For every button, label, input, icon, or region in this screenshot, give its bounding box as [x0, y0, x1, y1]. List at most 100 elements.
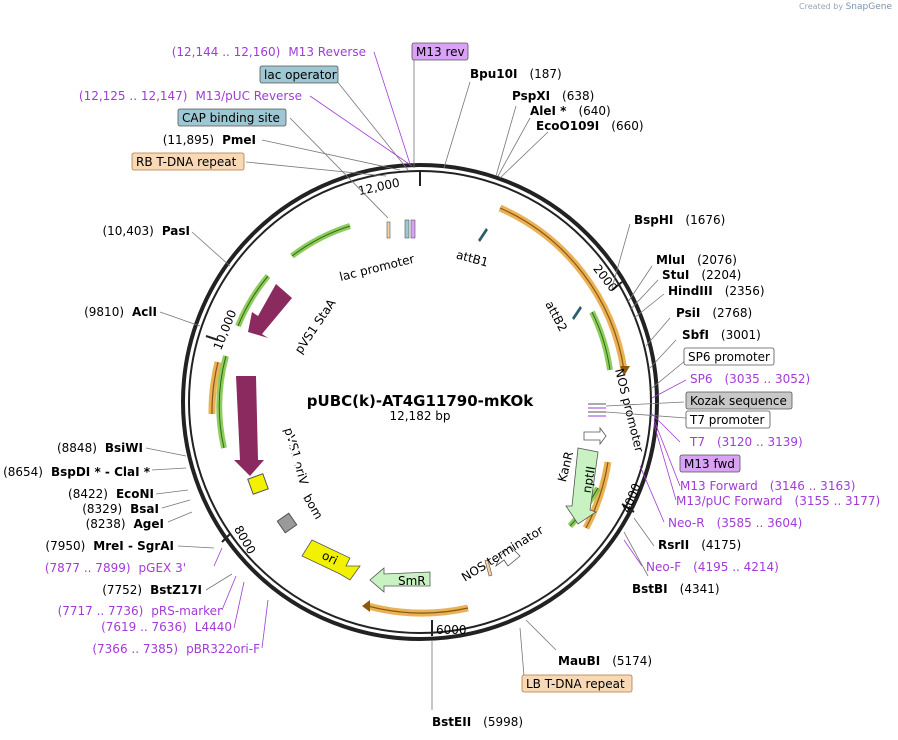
orange-arc-4-core	[211, 361, 219, 415]
site-bsteii: BstEII(5998)	[432, 715, 523, 729]
orange-arc-3-core	[367, 605, 469, 614]
bom-box	[276, 512, 298, 534]
primer-pbr322ori-f: (7366 .. 7385)pBR322ori-F	[92, 642, 260, 656]
box-t7-promoter: T7 promoter	[685, 410, 771, 429]
primer-m13-forward: M13 Forward(3146 .. 3163)	[680, 479, 855, 493]
label-kozak: Kozak sequence	[690, 394, 787, 408]
label-ori: ori	[320, 548, 340, 567]
backbone-outer	[181, 163, 659, 641]
site-hindiii: HindIII(2356)	[668, 284, 765, 298]
label-pvs1-staa: pVS1 StaA	[292, 296, 339, 357]
plasmid-name: pUBC(k)-AT4G11790-mKOk	[307, 392, 534, 410]
site-stui: StuI(2204)	[662, 268, 741, 282]
pvs1-oriv-box	[247, 473, 269, 495]
primer-sp6: SP6(3035 .. 3052)	[690, 372, 810, 386]
site-ecoo109i: EcoO109I(660)	[536, 119, 644, 133]
sites-left: (11,895)PmeI (10,403)PasI (9810)AclI (88…	[3, 133, 256, 597]
label-nos-terminator: NOS terminator	[459, 523, 546, 585]
primer-t7: T7(3120 .. 3139)	[689, 435, 803, 449]
nos-terminator-arrow	[495, 545, 521, 568]
nptii-arrow	[565, 447, 599, 525]
site-mlui: MluI(2076)	[656, 253, 737, 267]
primer-l4440: (7619 .. 7636)L4440	[101, 620, 232, 634]
m13-rev-mark	[410, 219, 416, 239]
primer-prs-marker: (7717 .. 7736)pRS-marker	[58, 604, 222, 618]
label-cap-site: CAP binding site	[182, 111, 280, 125]
box-rb-repeat: RB T-DNA repeat	[131, 152, 245, 171]
orange-arc-1-head	[620, 366, 630, 376]
smr-arrow	[369, 567, 431, 593]
snapgene-logo: SnapGene	[845, 2, 892, 12]
site-pspxi: PspXI(638)	[512, 89, 594, 103]
box-m13-fwd: M13 fwd	[679, 454, 741, 473]
label-lac-promoter: lac promoter	[338, 252, 416, 284]
label-sp6-promoter: SP6 promoter	[688, 350, 770, 364]
label-t7-promoter: T7 promoter	[689, 413, 765, 427]
tick-label-10000: 10,000	[211, 308, 240, 352]
green-arc-nos-core	[591, 311, 611, 371]
ori-arrow	[301, 539, 361, 581]
attb2-marker	[572, 306, 582, 320]
green-arc-repa-core	[218, 355, 227, 449]
pvs1-repa-arrow	[234, 376, 264, 476]
green-arc-lac-core	[291, 225, 351, 257]
site-agei: (8238)AgeI	[86, 517, 164, 531]
mcs-marks	[588, 403, 606, 417]
primer-neo-f: Neo-F(4195 .. 4214)	[646, 560, 779, 574]
box-kozak: Kozak sequence	[685, 391, 793, 410]
box-lb-repeat: LB T-DNA repeat	[521, 674, 633, 693]
label-attb2: attB2	[542, 299, 570, 334]
box-sp6-promoter: SP6 promoter	[683, 347, 775, 366]
cap-site-mark	[386, 221, 391, 239]
tick-label-4000: 4000	[619, 481, 643, 515]
green-arc-lac	[290, 223, 351, 259]
box-lac-operator: lac operator	[259, 65, 339, 84]
site-bspdi-clai: (8654)BspDI * - ClaI *	[3, 465, 151, 479]
box-cap-site: CAP binding site	[177, 108, 287, 127]
primer-m13-puc-reverse: (12,125 .. 12,147)M13/pUC Reverse	[79, 89, 302, 103]
label-nos-promoter: NOS promoter	[612, 367, 646, 453]
primers-right: SP6(3035 .. 3052) T7(3120 .. 3139) M13 F…	[646, 372, 880, 574]
primer-leader-lines	[213, 51, 687, 649]
label-nptii: nptII	[580, 465, 598, 494]
orange-arc-2-core	[585, 461, 609, 529]
leader-lines	[145, 52, 687, 710]
label-m13-rev: M13 rev	[416, 45, 465, 59]
site-bpu10i: Bpu10I(187)	[470, 67, 562, 81]
site-bstbi: BstBI(4341)	[632, 582, 720, 596]
site-bsphi: BspHI(1676)	[634, 213, 725, 227]
site-bsiwi: (8848)BsiWI	[57, 441, 143, 455]
sites-right: Bpu10I(187) PspXI(638) AleI *(640) EcoO1…	[432, 67, 765, 729]
label-lb-repeat: LB T-DNA repeat	[526, 677, 625, 691]
label-attb1: attB1	[455, 248, 490, 270]
plasmid-size: 12,182 bp	[389, 409, 450, 423]
orange-arc-1-core	[499, 207, 625, 371]
pvs1-staa-arrow	[248, 284, 292, 338]
box-m13-rev: M13 rev	[411, 42, 469, 61]
site-econi: (8422)EcoNI	[68, 487, 154, 501]
label-smr: SmR	[398, 574, 426, 588]
lac-operator-mark	[404, 219, 410, 239]
primer-neo-r: Neo-R(3585 .. 3604)	[668, 516, 802, 530]
site-sbfi: SbfI(3001)	[682, 328, 761, 342]
site-mrei-sgrai: (7950)MreI - SgrAI	[45, 539, 174, 553]
primer-pgex3: (7877 .. 7899)pGEX 3'	[45, 561, 186, 575]
label-rb-repeat: RB T-DNA repeat	[136, 155, 237, 169]
attb1-marker	[478, 228, 488, 242]
site-psii: PsiI(2768)	[676, 306, 752, 320]
site-maubi: MauBI(5174)	[558, 654, 652, 668]
label-bom: bom	[300, 492, 325, 522]
label-lac-operator: lac operator	[264, 68, 337, 82]
site-rsrii: RsrII(4175)	[658, 538, 741, 552]
primers-left: (12,144 .. 12,160)M13 Reverse (12,125 ..…	[45, 45, 366, 656]
site-pasi: (10,403)PasI	[102, 224, 190, 238]
site-bstz17i: (7752)BstZ17I	[102, 583, 202, 597]
site-alei: AleI *(640)	[530, 104, 611, 118]
position-ticks	[205, 171, 635, 636]
primer-m13-reverse: (12,144 .. 12,160)M13 Reverse	[172, 45, 366, 59]
primer-m13-puc-forward: M13/pUC Forward(3155 .. 3177)	[676, 494, 880, 508]
site-bsai: (8329)BsaI	[82, 502, 159, 516]
nos-promoter-arrow	[583, 426, 607, 446]
label-m13-fwd: M13 fwd	[684, 457, 735, 471]
